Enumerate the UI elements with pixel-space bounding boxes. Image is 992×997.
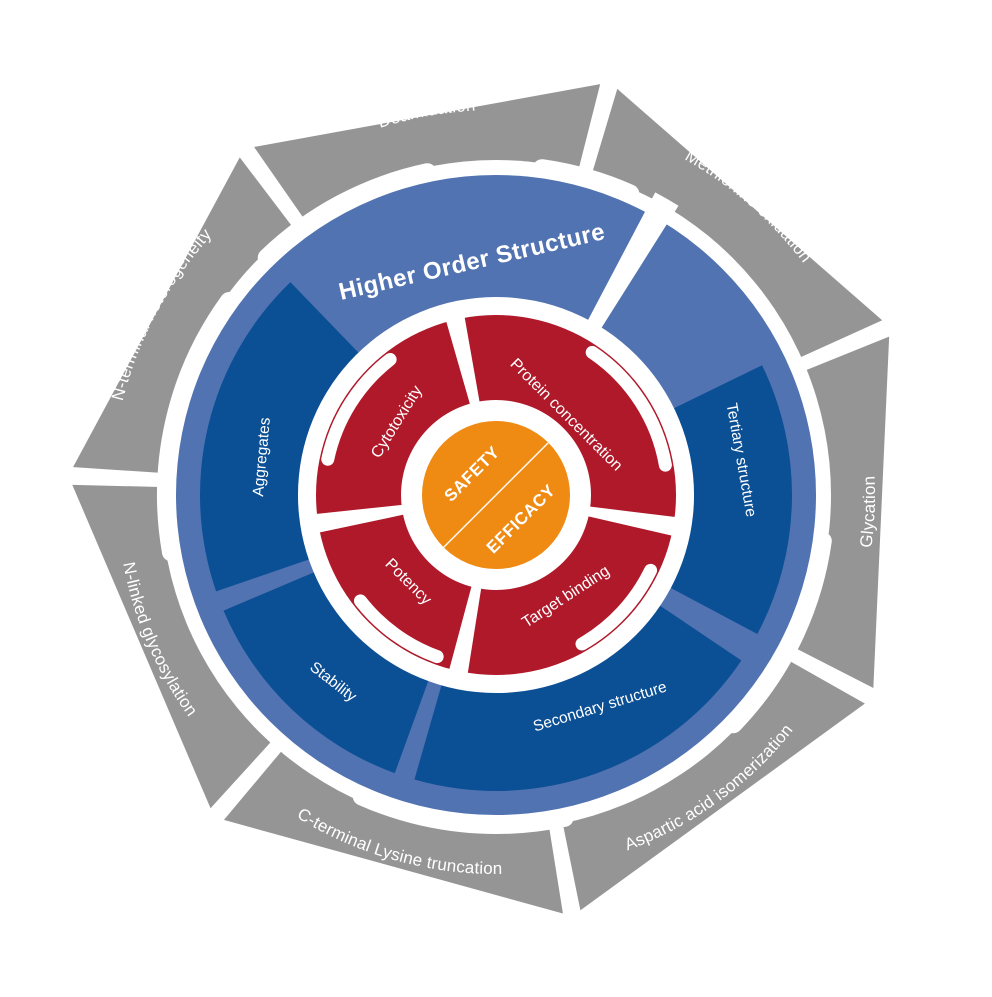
ring-channel [257, 163, 437, 267]
ring-channel [724, 531, 832, 734]
inner-ring-channel [575, 563, 658, 651]
middle-ring-segment [414, 605, 742, 791]
inner-ring-divider [311, 504, 407, 534]
outer-ring-label: Glycation [856, 475, 879, 548]
middle-ring-label: Aggregates [250, 417, 274, 498]
outer-ring-divider [577, 60, 625, 179]
outer-ring-divider [783, 645, 895, 716]
outer-ring-divider [796, 310, 912, 372]
middle-ring-segment [670, 365, 792, 634]
middle-ring-divider [587, 192, 679, 330]
outer-ring-divider [225, 127, 308, 233]
core-divider-line [443, 442, 549, 548]
outer-ring-divider [48, 465, 167, 488]
ring-channel [157, 292, 239, 562]
inner-ring-channel [585, 345, 672, 472]
inner-ring-divider [584, 506, 681, 537]
middle-ring-segment [223, 572, 429, 774]
outer-ring-divider [194, 738, 285, 839]
inner-ring-channel [321, 352, 397, 466]
ring-channel [532, 159, 640, 203]
inner-ring-channel [353, 594, 444, 664]
outer-ring-divider [548, 818, 586, 938]
ring-channel [352, 787, 574, 834]
inner-ring-divider [444, 311, 481, 408]
middle-ring-segment [200, 282, 359, 592]
inner-ring-divider [447, 582, 482, 679]
